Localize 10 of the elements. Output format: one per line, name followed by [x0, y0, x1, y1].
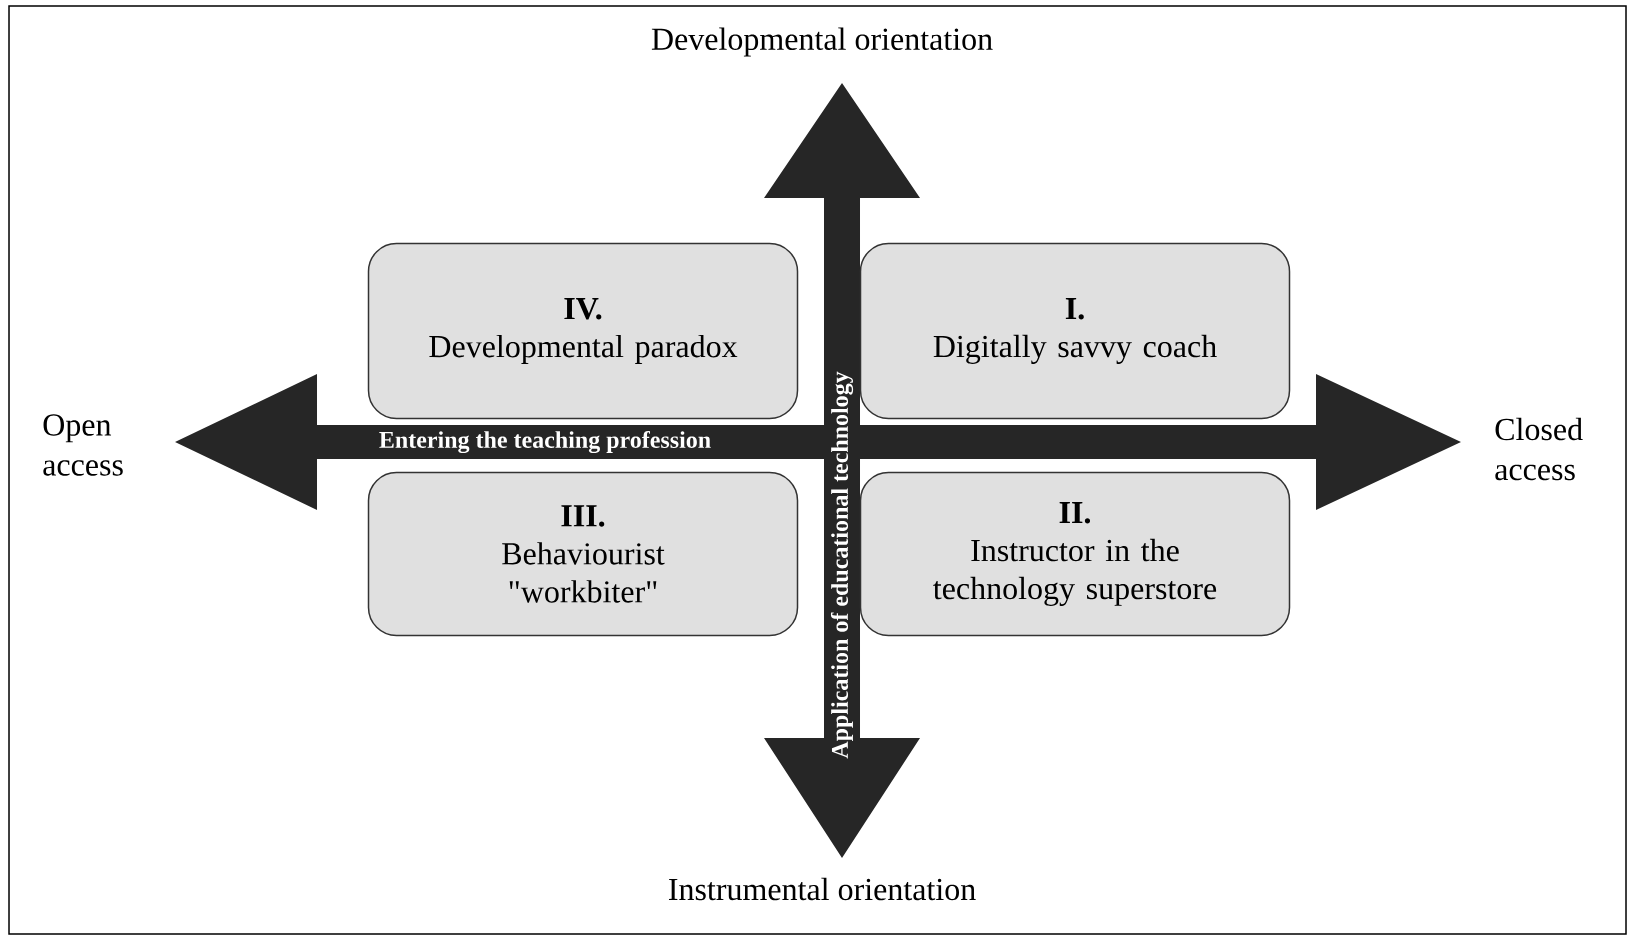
- quadrant-box: II. Instructor in the technology superstore: [859, 471, 1291, 637]
- axis-label: Developmental orientation: [651, 27, 993, 57]
- quadrant-box: I. Digitally savvy coach: [859, 242, 1291, 420]
- axis-label: Open access: [43, 414, 123, 476]
- axis-label: Closed access: [1495, 417, 1583, 481]
- arrow-label: Entering the teaching profession: [379, 430, 711, 454]
- quadrant-box: III. Behaviourist "workbiter": [367, 471, 799, 637]
- arrow-label: Application of educational technology: [830, 371, 854, 759]
- axis-label: Instrumental orientation: [669, 877, 976, 901]
- quadrant-box: IV. Developmental paradox: [367, 242, 799, 420]
